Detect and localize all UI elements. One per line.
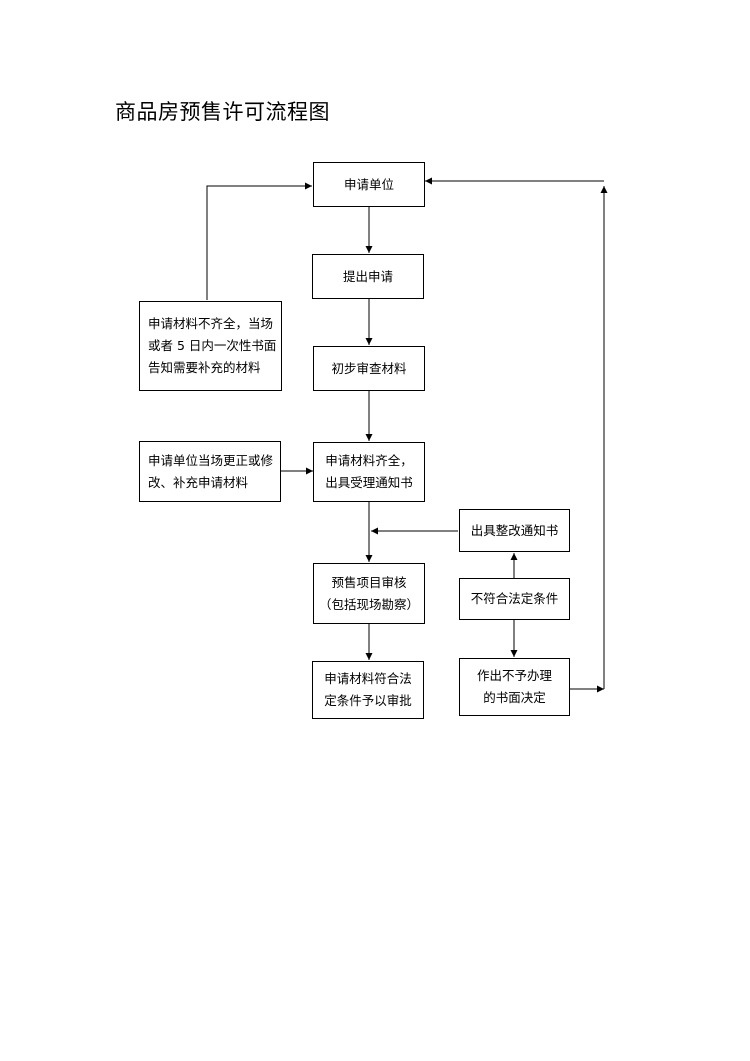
- node-correct-on-site-line1: 申请单位当场更正或修: [148, 452, 274, 468]
- node-rejection-decision: 作出不予办理 的书面决定: [459, 658, 570, 716]
- node-rectification-notice-label: 出具整改通知书: [470, 522, 559, 538]
- page-title: 商品房预售许可流程图: [115, 100, 330, 124]
- node-not-compliant-label: 不符合法定条件: [470, 591, 559, 607]
- node-apply-unit: 申请单位: [313, 162, 425, 207]
- node-correct-on-site: 申请单位当场更正或修 改、补充申请材料: [139, 441, 281, 502]
- node-initial-review: 初步审查材料: [313, 346, 425, 391]
- node-apply-unit-label: 申请单位: [343, 176, 394, 192]
- node-approval-line2: 定条件予以审批: [324, 693, 412, 708]
- node-submit-application: 提出申请: [312, 254, 424, 299]
- node-rejection-decision-line2: 的书面决定: [483, 690, 546, 705]
- node-initial-review-label: 初步审查材料: [331, 360, 407, 376]
- arrow-incomplete-to-apply: [206, 182, 312, 300]
- node-incomplete-materials-line1: 申请材料不齐全，当场: [148, 316, 274, 332]
- node-rejection-decision-line1: 作出不予办理: [476, 668, 552, 684]
- node-incomplete-materials-line2: 或者 5 日内一次性书面: [148, 338, 277, 354]
- node-rectification-notice: 出具整改通知书: [459, 509, 570, 552]
- node-correct-on-site-line2: 改、补充申请材料: [148, 474, 249, 490]
- node-submit-application-label: 提出申请: [342, 268, 393, 284]
- node-not-compliant: 不符合法定条件: [459, 578, 570, 620]
- node-approval: 申请材料符合法 定条件予以审批: [312, 661, 424, 719]
- node-approval-line1: 申请材料符合法: [324, 671, 412, 687]
- node-incomplete-materials-line3: 告知需要补充的材料: [148, 359, 261, 375]
- node-materials-complete: 申请材料齐全， 出具受理通知书: [313, 442, 425, 502]
- node-incomplete-materials: 申请材料不齐全，当场 或者 5 日内一次性书面 告知需要补充的材料: [139, 301, 282, 391]
- node-presale-review: 预售项目审核 （包括现场勘察）: [313, 563, 425, 624]
- node-presale-review-line2: （包括现场勘察）: [318, 596, 419, 612]
- node-presale-review-line1: 预售项目审核: [331, 574, 407, 590]
- node-materials-complete-line2: 出具受理通知书: [325, 475, 413, 490]
- node-materials-complete-line1: 申请材料齐全，: [325, 453, 413, 469]
